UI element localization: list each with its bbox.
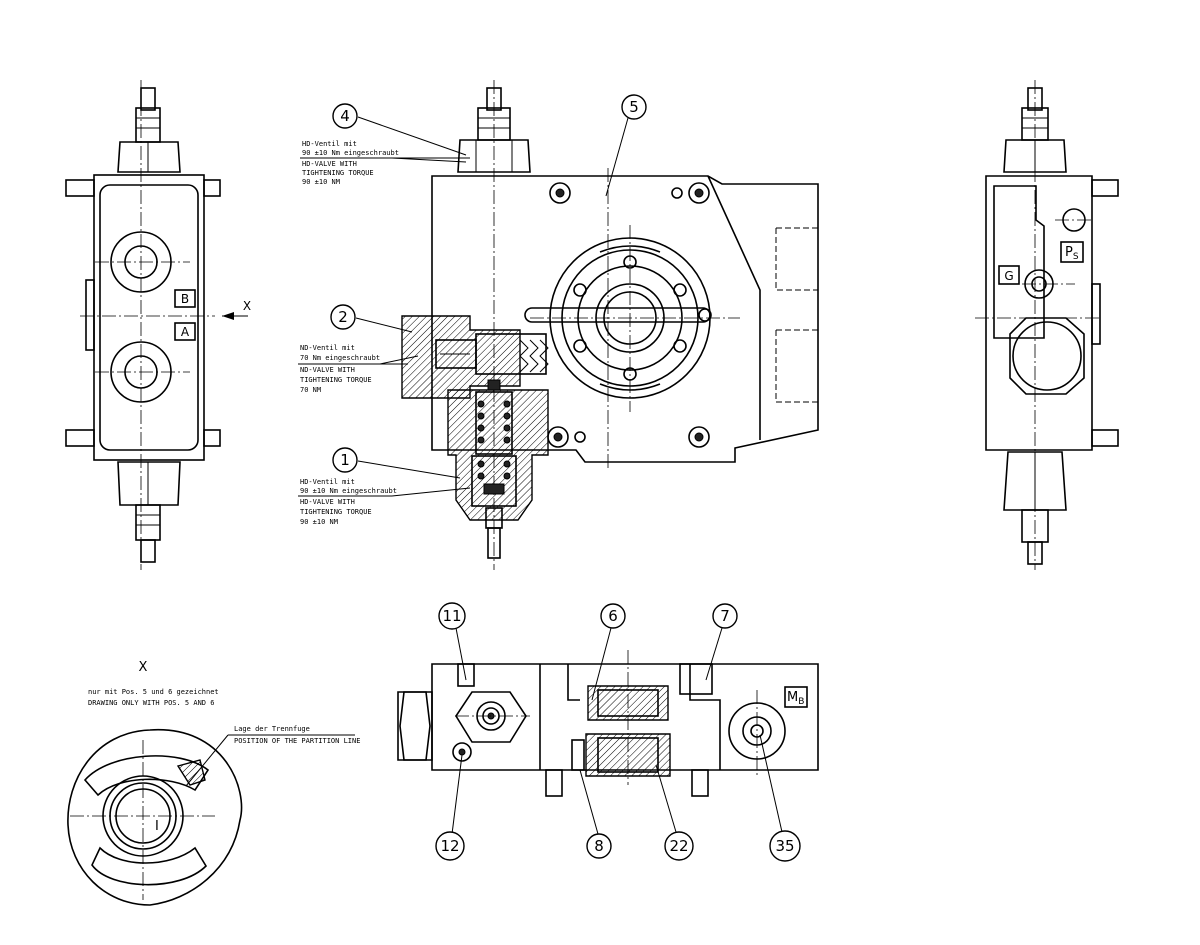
- svg-text:TIGHTENING TORQUE: TIGHTENING TORQUE: [300, 508, 372, 516]
- right-side-view: G PS: [975, 80, 1119, 570]
- callout-5: 5: [605, 94, 647, 197]
- callout-6: 6: [591, 603, 626, 701]
- note-pos1: HD-Ventil mit 90 ±10 Nm eingeschraubt HD…: [298, 478, 471, 526]
- callout-22: 22: [655, 764, 694, 861]
- svg-text:HD-VALVE WITH: HD-VALVE WITH: [302, 160, 357, 168]
- callout-12: 12: [435, 754, 465, 861]
- svg-text:nur mit Pos. 5 und 6 gezeichne: nur mit Pos. 5 und 6 gezeichnet: [88, 688, 219, 696]
- svg-text:90 ±10 Nm eingeschraubt: 90 ±10 Nm eingeschraubt: [300, 487, 397, 495]
- svg-text:22: 22: [669, 837, 688, 855]
- port-label-b: B: [181, 292, 189, 306]
- center-front-view: [401, 80, 819, 570]
- svg-text:35: 35: [775, 837, 794, 855]
- svg-text:TIGHTENING TORQUE: TIGHTENING TORQUE: [302, 169, 374, 177]
- svg-text:8: 8: [594, 837, 604, 855]
- note-pos4: HD-Ventil mit 90 ±10 Nm eingeschraubt HD…: [300, 140, 470, 186]
- callout-35: 35: [759, 734, 801, 862]
- svg-text:90 ±10 NM: 90 ±10 NM: [302, 178, 340, 186]
- svg-text:5: 5: [629, 98, 639, 116]
- svg-text:4: 4: [340, 107, 350, 125]
- port-label-ps: PS: [1065, 245, 1079, 262]
- callout-8: 8: [579, 769, 612, 859]
- callout-7: 7: [705, 603, 738, 681]
- note-pos2: ND-Ventil mit 70 Nm eingeschraubt ND-VAL…: [298, 344, 419, 394]
- svg-text:2: 2: [338, 308, 348, 326]
- svg-text:11: 11: [442, 607, 461, 625]
- svg-text:7: 7: [720, 607, 730, 625]
- svg-text:HD-VALVE WITH: HD-VALVE WITH: [300, 498, 355, 506]
- svg-text:70 NM: 70 NM: [300, 386, 321, 394]
- view-x: X nur mit Pos. 5 und 6 gezeichnet DRAWIN…: [67, 660, 360, 906]
- callout-1: 1: [332, 447, 461, 479]
- callout-2: 2: [330, 304, 413, 333]
- left-side-view: B A X: [65, 80, 251, 570]
- svg-text:90 ±10 NM: 90 ±10 NM: [300, 518, 338, 526]
- callout-11: 11: [438, 602, 467, 681]
- view-x-title: X: [139, 660, 148, 675]
- port-label-g: G: [1004, 269, 1013, 283]
- svg-text:TIGHTENING TORQUE: TIGHTENING TORQUE: [300, 376, 372, 384]
- svg-text:1: 1: [340, 451, 350, 469]
- svg-text:POSITION OF THE PARTITION LINE: POSITION OF THE PARTITION LINE: [234, 737, 360, 745]
- svg-text:Lage der Trennfuge: Lage der Trennfuge: [234, 725, 310, 733]
- svg-text:HD-Ventil mit: HD-Ventil mit: [300, 478, 355, 486]
- svg-text:12: 12: [440, 837, 459, 855]
- bottom-view: MB: [397, 650, 819, 797]
- view-arrow-label: X: [243, 299, 251, 313]
- callout-4: 4: [332, 103, 467, 156]
- spring-1-coils: [477, 400, 511, 480]
- port-label-mb: MB: [787, 690, 804, 707]
- port-label-a: A: [181, 325, 190, 339]
- svg-text:90 ±10 Nm eingeschraubt: 90 ±10 Nm eingeschraubt: [302, 149, 399, 157]
- svg-text:6: 6: [608, 607, 618, 625]
- svg-text:70 Nm eingeschraubt: 70 Nm eingeschraubt: [300, 354, 380, 362]
- svg-text:DRAWING ONLY WITH POS. 5 AND 6: DRAWING ONLY WITH POS. 5 AND 6: [88, 699, 214, 707]
- svg-text:ND-VALVE WITH: ND-VALVE WITH: [300, 366, 355, 374]
- svg-text:HD-Ventil mit: HD-Ventil mit: [302, 140, 357, 148]
- section-label: I: [155, 819, 159, 834]
- svg-text:ND-Ventil mit: ND-Ventil mit: [300, 344, 355, 352]
